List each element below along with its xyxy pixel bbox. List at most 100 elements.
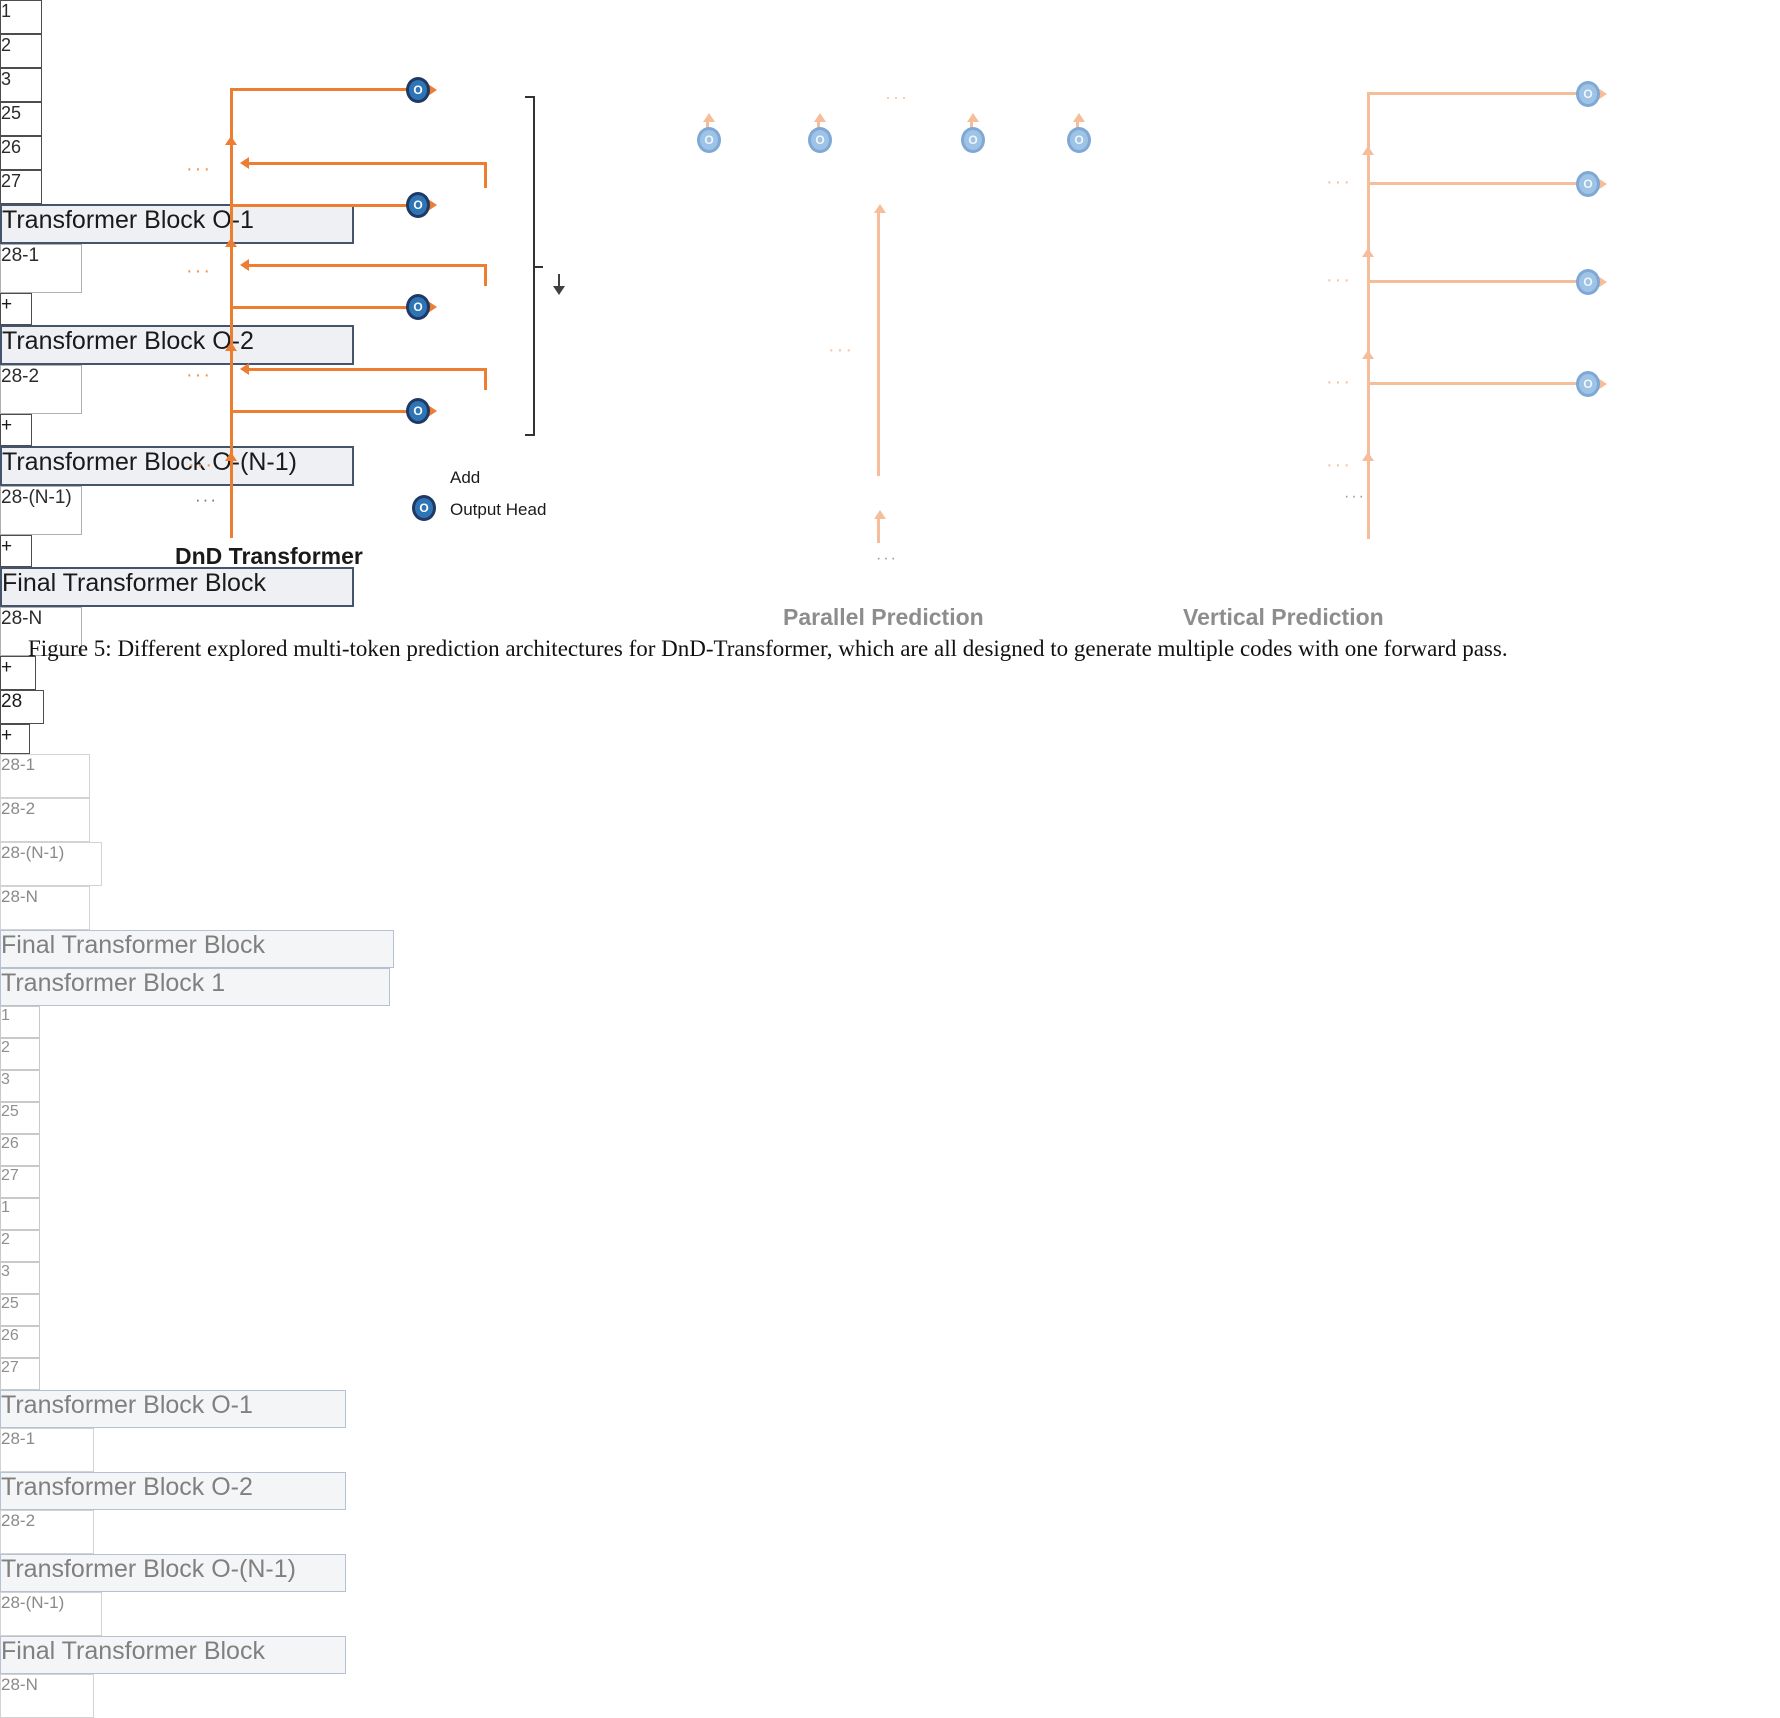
stack-ellipsis: ··· [186,260,212,282]
output-code-box: 28-2 [0,365,82,414]
flow-arrow-right [1598,178,1607,190]
legend-add-icon: + [0,724,30,754]
panel-dnd-transformer: 1 2 3 ··· 25 26 27 ··· Transformer Block… [0,0,1780,754]
stack-ellipsis: ··· [188,454,214,476]
token-box: 26 [0,1326,40,1358]
flow-arrow-left [240,259,249,271]
flow-arrow-right [1598,378,1607,390]
branch-line [1367,382,1577,385]
output-head-icon: O [1576,171,1600,197]
output-code-box: 28-(N-1) [0,842,102,886]
branch-line [230,88,233,110]
output-head-icon: O [1576,81,1600,107]
flow-arrow-left [240,363,249,375]
stack-ellipsis: ··· [1326,371,1352,393]
branch-line [1367,182,1577,185]
add-node: + [0,535,32,567]
flow-arrow-up [1362,350,1374,359]
trunk-line [1367,92,1370,539]
token-box: 25 [0,1294,40,1326]
figure-caption: Figure 5: Different explored multi-token… [28,636,1508,661]
output-head-icon: O [808,127,832,153]
add-node: + [0,293,32,325]
token-box: 1 [0,1198,40,1230]
token-box: 2 [0,1038,40,1070]
sum-add-node: + [0,656,36,690]
branch-line [232,410,410,413]
output-head-icon: O [1576,269,1600,295]
output-code-box: 28-(N-1) [0,486,82,535]
flow-arrow-right [428,405,437,417]
panel-parallel-prediction: 28-1 28-2 ··· 28-(N-1) 28-N O O O O Fina… [0,88,1780,1198]
transformer-block: Final Transformer Block [0,567,354,607]
transformer-block: Final Transformer Block [0,1636,346,1674]
output-head-icon: O [406,77,430,103]
flow-arrow-up [1362,248,1374,257]
token-box: 3 [0,1070,40,1102]
flow-arrow-right [428,199,437,211]
token-box: 2 [0,34,42,68]
output-code-box: 28-1 [0,754,90,798]
branch-line [1367,280,1577,283]
output-code-box: 28-2 [0,798,90,842]
feedback-line [248,368,487,371]
input-line [877,517,880,543]
feedback-line [484,264,487,286]
stack-ellipsis: ··· [1326,269,1352,291]
output-head-icon: O [697,127,721,153]
sum-connector-line [558,274,560,288]
feedback-line [484,162,487,188]
token-box: 27 [0,1166,40,1198]
panel-vertical-prediction: 1 2 3 ··· 25 26 27 ··· Transformer Block… [0,81,1780,1718]
panel-title: DnD Transformer [175,543,363,569]
flow-arrow-up [1073,113,1085,122]
transformer-block: Transformer Block O-1 [0,204,354,244]
transformer-block: Transformer Block 1 [0,968,390,1006]
legend-output-head-icon: O [412,495,436,521]
branch-line [230,88,410,91]
flow-arrow-up [225,238,237,247]
flow-arrow-up [1362,452,1374,461]
flow-arrow-left [240,157,249,169]
flow-arrow-right [1598,88,1607,100]
transformer-block: Transformer Block O-2 [0,1472,346,1510]
flow-arrow-up [874,204,886,213]
feedback-line [248,162,487,165]
token-box: 25 [0,1102,40,1134]
panel-title: Vertical Prediction [1183,604,1384,630]
flow-arrow-up [1362,146,1374,155]
output-head-icon: O [406,398,430,424]
branch-line [232,306,410,309]
token-box: 26 [0,1134,40,1166]
token-box: 1 [0,1006,40,1038]
flow-arrow-right [428,84,437,96]
output-head-icon: O [1576,371,1600,397]
output-code-box: 28-N [0,1674,94,1718]
stack-ellipsis: ··· [1326,171,1352,193]
output-code-box: 28-(N-1) [0,1592,102,1636]
token-box: 27 [0,170,42,204]
flow-arrow-up [874,510,886,519]
total-codes-box: 28 [0,690,44,724]
panel-title: Parallel Prediction [783,604,984,630]
output-head-icon: O [406,192,430,218]
output-code-box: 28-1 [0,1428,94,1472]
stack-ellipsis: ··· [1326,454,1352,476]
transformer-block: Transformer Block O-1 [0,1390,346,1428]
output-collect-bracket [525,96,545,436]
trunk-line [877,211,880,476]
flow-arrow-up [814,113,826,122]
branch-line [232,204,410,207]
legend-add-label: Add [450,468,481,487]
flow-arrow-up [967,113,979,122]
output-head-icon: O [406,294,430,320]
token-box: 1 [0,0,42,34]
output-code-box: 28-N [0,886,90,930]
output-code-box: 28-2 [0,1510,94,1554]
feedback-line [248,264,487,267]
stack-ellipsis: ··· [186,364,212,386]
flow-arrow-right [428,301,437,313]
branch-line [1367,92,1370,112]
flow-arrow-up [225,452,237,461]
